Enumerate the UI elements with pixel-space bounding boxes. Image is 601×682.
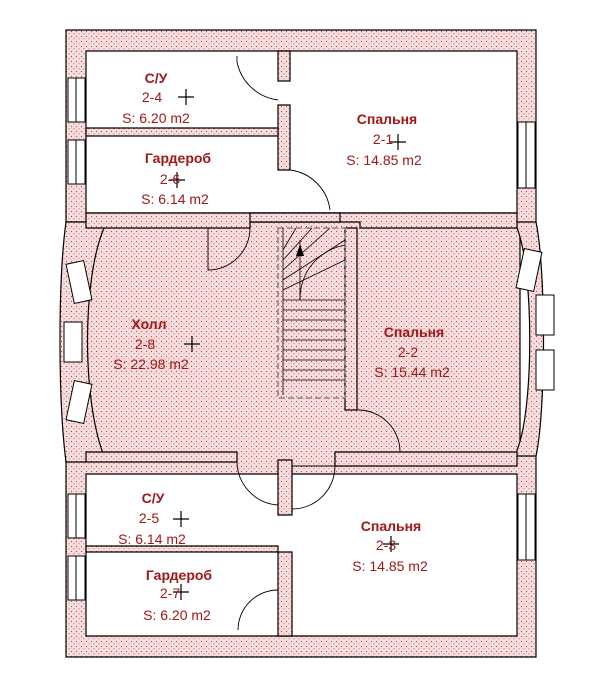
room-number-2-2: 2-2 — [398, 344, 418, 360]
room-name-2-7: Гардероб — [146, 567, 213, 583]
inner-walls — [85, 50, 518, 637]
room-number-2-1: 2-1 — [373, 131, 393, 147]
room-name-2-6: Гардероб — [145, 150, 212, 166]
window-bay-right-1 — [515, 247, 543, 293]
room-number-2-7: 2-7 — [160, 585, 180, 601]
window-bay-right-2 — [535, 294, 555, 336]
staircase — [277, 227, 346, 399]
marker-2-6 — [169, 172, 185, 188]
room-number-2-8: 2-8 — [135, 336, 155, 352]
room-area-2-4: S: 6.20 m2 — [122, 110, 190, 126]
room-area-2-8: S: 22.98 m2 — [113, 356, 189, 372]
room-area-2-1: S: 14.85 m2 — [346, 152, 422, 168]
window-bay-left-3 — [65, 379, 93, 425]
room-name-2-5: С/У — [142, 490, 165, 506]
marker-2-7 — [173, 584, 189, 600]
window-bay-right-3 — [535, 349, 555, 391]
room-name-2-1: Спальня — [357, 111, 417, 127]
marker-2-5 — [173, 511, 189, 527]
room-area-2-7: S: 6.20 m2 — [143, 607, 211, 623]
room-name-2-4: С/У — [145, 70, 168, 86]
window-bay-left-1 — [65, 259, 93, 305]
room-labels: С/У 2-4 S: 6.20 m2 Гардероб 2-6 S: 6.14 … — [113, 70, 450, 623]
room-area-2-5: S: 6.14 m2 — [118, 531, 186, 547]
room-number-2-6: 2-6 — [160, 171, 180, 187]
windows — [63, 77, 555, 601]
room-number-2-5: 2-5 — [139, 510, 159, 526]
marker-2-1 — [390, 134, 406, 150]
marker-2-8 — [184, 336, 200, 352]
doors — [207, 56, 401, 631]
room-name-2-2: Спальня — [384, 324, 444, 340]
marker-2-3 — [383, 536, 399, 552]
marker-2-4 — [178, 89, 194, 105]
room-number-2-4: 2-4 — [142, 89, 162, 105]
window-bay-left-2 — [63, 321, 83, 363]
room-name-2-3: Спальня — [361, 518, 421, 534]
room-area-2-6: S: 6.14 m2 — [141, 191, 209, 207]
room-markers — [169, 89, 406, 600]
room-name-2-8: Холл — [131, 316, 166, 332]
room-number-2-3: 2-3 — [376, 537, 396, 553]
room-area-2-2: S: 15.44 m2 — [374, 364, 450, 380]
room-area-2-3: S: 14.85 m2 — [352, 558, 428, 574]
